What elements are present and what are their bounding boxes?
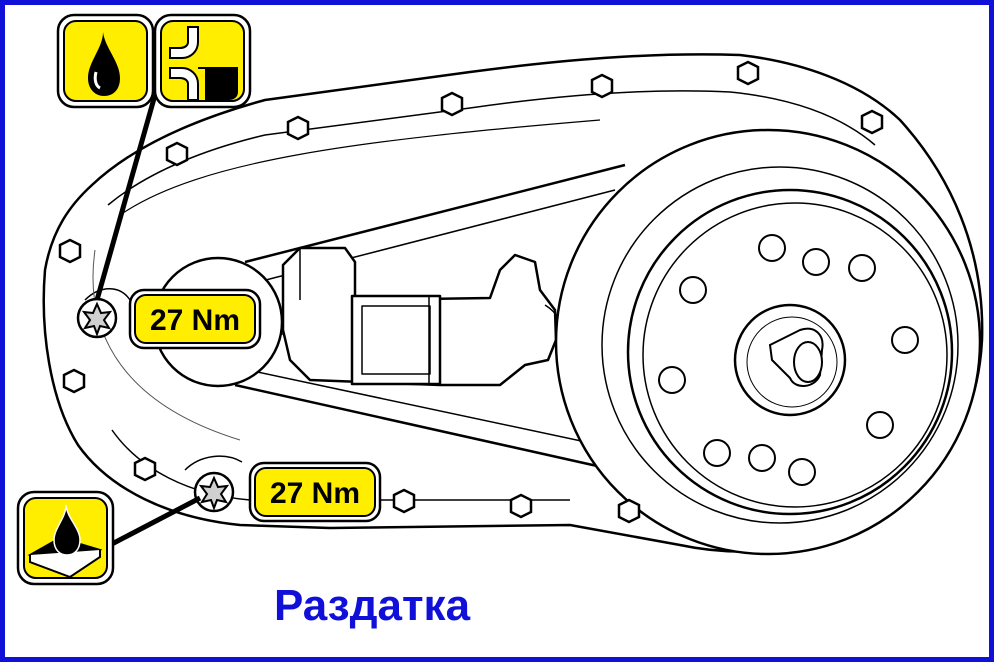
diagram-caption: Раздатка (274, 581, 471, 630)
torque-bolt-lower (193, 471, 235, 513)
hex-bolt (58, 238, 82, 264)
housing-ridge (119, 119, 601, 216)
bolt-hole (758, 234, 786, 262)
drive-chain (234, 163, 626, 472)
bolt-hole (848, 254, 876, 282)
bolt-hole (802, 248, 830, 276)
lower-boss-arc (184, 455, 243, 471)
hex-bolt (392, 488, 416, 514)
hex-bolt (440, 91, 464, 117)
bolt-hole (703, 439, 731, 467)
hex-bolt (590, 73, 614, 99)
hex-bolt (509, 493, 533, 519)
upper-boss (84, 288, 131, 301)
torque-label-upper: 27 Nm (128, 288, 262, 350)
bolt-hole (866, 411, 894, 439)
hex-bolt (736, 60, 760, 86)
hex-bolt (62, 368, 86, 394)
large-sprocket (554, 128, 982, 556)
leader-line-lower (108, 495, 202, 548)
torque-value-lower: 27 Nm (270, 477, 360, 510)
torque-bolt-upper (76, 297, 118, 339)
bolt-hole (788, 458, 816, 486)
hex-bolt (165, 141, 189, 167)
flange-bolt-holes (658, 234, 919, 486)
bolt-hole (748, 444, 776, 472)
chain-upper-run (244, 163, 626, 264)
torque-value-upper: 27 Nm (150, 304, 240, 337)
oil-fill-level-icon (153, 13, 252, 109)
hub-ring-inner (746, 316, 838, 408)
left-cover-arc (92, 249, 241, 441)
oil-drop-icon (56, 13, 155, 109)
hex-bolt (133, 456, 157, 482)
bolt-hole (891, 326, 919, 354)
chain-lower-run (234, 383, 616, 472)
hex-bolt (860, 109, 884, 135)
bolt-hole (658, 366, 686, 394)
shift-fork (281, 246, 570, 387)
hex-bolt (286, 115, 310, 141)
chain-lower-run-inner (247, 369, 601, 446)
fork-left-lug (282, 248, 301, 335)
leader-line-upper (94, 94, 158, 301)
hex-bolt (617, 498, 641, 524)
housing-bolts (58, 60, 884, 524)
bolt-hole (679, 276, 707, 304)
torx-head-icon (198, 475, 230, 511)
fork-window-inner (361, 305, 431, 375)
torx-head-icon (81, 301, 113, 337)
sealant-drop-icon (16, 490, 115, 586)
torque-label-lower: 27 Nm (248, 461, 382, 523)
output-shaft-end (793, 341, 823, 383)
